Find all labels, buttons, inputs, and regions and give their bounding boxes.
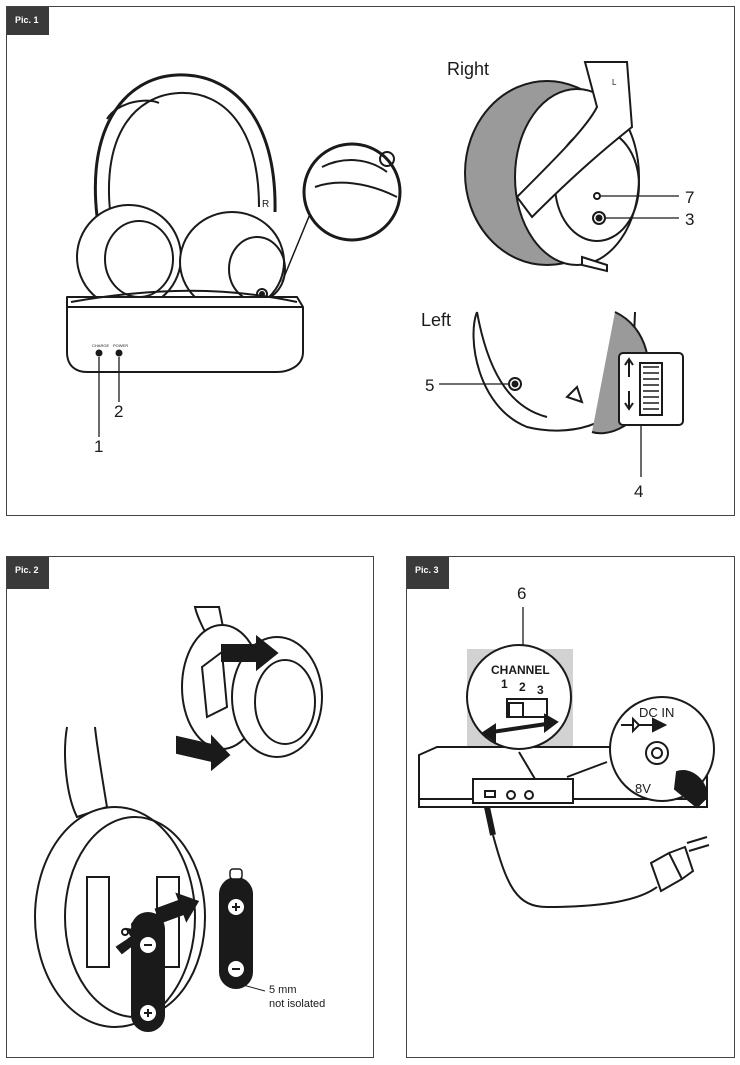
pic1-illustration: CHARGE POWER R 1 2 Right L bbox=[66, 59, 694, 501]
channel-number-3: 3 bbox=[537, 683, 544, 697]
callout-3: 3 bbox=[685, 210, 694, 229]
earpad-removal bbox=[176, 606, 323, 772]
callout-4: 4 bbox=[634, 482, 643, 501]
dc-in-magnifier bbox=[566, 696, 715, 809]
callout-1: 1 bbox=[94, 437, 103, 456]
callout-lines-right bbox=[601, 195, 679, 219]
note-line1: 5 mm bbox=[269, 984, 297, 996]
pic3-tag: Pic. 3 bbox=[407, 557, 449, 589]
panel-pic2: Pic. 2 bbox=[6, 556, 374, 1058]
battery-1-label: AAA bbox=[238, 927, 250, 951]
dc-in-label: DC IN bbox=[639, 705, 674, 720]
label-left: Left bbox=[421, 310, 451, 330]
panel-pic1: Pic. 1 CHARGE POWER R bbox=[6, 6, 735, 516]
pic1-tag: Pic. 1 bbox=[7, 7, 49, 35]
label-right: Right bbox=[447, 59, 489, 79]
battery-2: AAA bbox=[131, 912, 165, 1032]
battery-2-label: AAA bbox=[150, 965, 162, 989]
callout-6: 6 bbox=[517, 584, 526, 603]
callout-2: 2 bbox=[114, 402, 123, 421]
callout-lines-base bbox=[98, 357, 120, 437]
headphones-on-base: CHARGE POWER R bbox=[66, 73, 402, 373]
channel-title: CHANNEL bbox=[491, 663, 550, 677]
channel-number-2: 2 bbox=[519, 680, 526, 694]
callout-lines-left bbox=[439, 383, 642, 477]
cup-letter-r: R bbox=[262, 199, 269, 210]
charge-label: CHARGE bbox=[92, 343, 109, 348]
callout-7: 7 bbox=[685, 188, 694, 207]
callout-5: 5 bbox=[425, 376, 434, 395]
voltage-label: 8V bbox=[635, 781, 651, 796]
left-earcup bbox=[472, 311, 684, 435]
cup-letter-l: L bbox=[612, 78, 617, 87]
channel-number-1: 1 bbox=[501, 677, 508, 691]
pic2-illustration: AAA AAA 5 mm not isolated bbox=[34, 606, 325, 1032]
power-label: POWER bbox=[113, 343, 128, 348]
note-line2: not isolated bbox=[269, 998, 325, 1010]
pic3-illustration: 6 CHANNEL 1 2 3 bbox=[418, 584, 715, 909]
panel-pic3: Pic. 3 6 CHANNEL 1 2 3 bbox=[406, 556, 735, 1058]
channel-switch-magnifier bbox=[466, 644, 572, 780]
battery-compartment bbox=[34, 726, 206, 1028]
right-earcup: L bbox=[464, 61, 640, 273]
power-adapter-cable bbox=[484, 806, 710, 909]
battery-1: AAA bbox=[219, 868, 253, 989]
pic2-tag: Pic. 2 bbox=[7, 557, 49, 589]
